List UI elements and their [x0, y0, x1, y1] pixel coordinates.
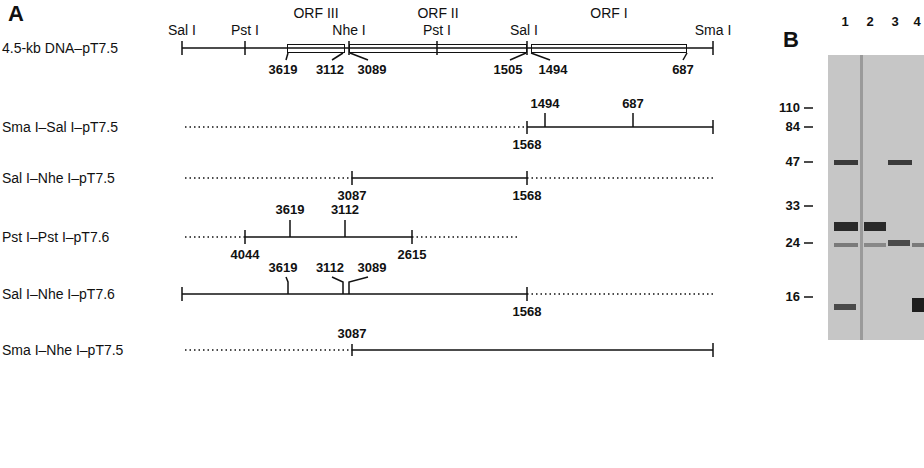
- gel-image: [828, 55, 924, 340]
- orf-label: ORF II: [417, 5, 458, 21]
- position-number: 3619: [269, 260, 298, 276]
- orf-box: ORF III: [287, 44, 345, 53]
- position-number: 1568: [513, 188, 542, 204]
- position-number: 687: [672, 62, 694, 78]
- position-number: 3112: [316, 260, 344, 276]
- construct-name: Sal I–Nhe I–pT7.6: [2, 286, 115, 302]
- construct-name: Sma I–Nhe I–pT7.5: [2, 342, 123, 358]
- lane-number: 1: [841, 14, 848, 30]
- panel-letter: A: [8, 2, 24, 26]
- position-number: 3089: [358, 62, 387, 78]
- position-number: 3112: [331, 202, 359, 218]
- position-number: 1494: [531, 96, 560, 112]
- lane-number: 3: [891, 14, 898, 30]
- size-marker: 84: [786, 119, 800, 135]
- construct-name: Pst I–Pst I–pT7.6: [2, 229, 109, 245]
- lane-number: 2: [866, 14, 873, 30]
- panel-letter: B: [783, 28, 799, 52]
- position-number: 1494: [539, 62, 568, 78]
- orf-box: ORF II: [349, 44, 527, 53]
- size-marker: 16: [786, 289, 800, 305]
- position-number: 2615: [398, 247, 427, 263]
- site-name: Nhe I: [332, 22, 365, 38]
- position-number: 3619: [269, 62, 298, 78]
- size-marker: 47: [786, 154, 800, 170]
- site-name: Sal I: [510, 22, 538, 38]
- position-number: 1505: [494, 62, 523, 78]
- site-name: Sma I: [695, 22, 732, 38]
- position-number: 3087: [338, 326, 367, 342]
- orf-label: ORF III: [293, 5, 338, 21]
- orf-label: ORF I: [590, 5, 627, 21]
- site-name: Sal I: [168, 22, 196, 38]
- size-marker: 33: [786, 198, 800, 214]
- position-number: 4044: [231, 247, 260, 263]
- site-name: Pst I: [423, 22, 451, 38]
- position-number: 1568: [513, 137, 542, 153]
- position-number: 687: [622, 96, 644, 112]
- position-number: 3087: [338, 188, 367, 204]
- size-marker: 24: [786, 235, 800, 251]
- construct-name: Sal I–Nhe I–pT7.5: [2, 170, 115, 186]
- lane-number: 4: [913, 14, 920, 30]
- orf-box: ORF I: [531, 44, 687, 53]
- position-number: 1568: [513, 304, 542, 320]
- position-number: 3089: [358, 260, 387, 276]
- construct-name: Sma I–Sal I–pT7.5: [2, 119, 118, 135]
- size-marker: 110: [779, 100, 800, 116]
- site-name: Pst I: [231, 22, 259, 38]
- position-number: 3112: [316, 62, 344, 78]
- construct-name: 4.5-kb DNA–pT7.5: [2, 40, 118, 56]
- position-number: 3619: [276, 202, 305, 218]
